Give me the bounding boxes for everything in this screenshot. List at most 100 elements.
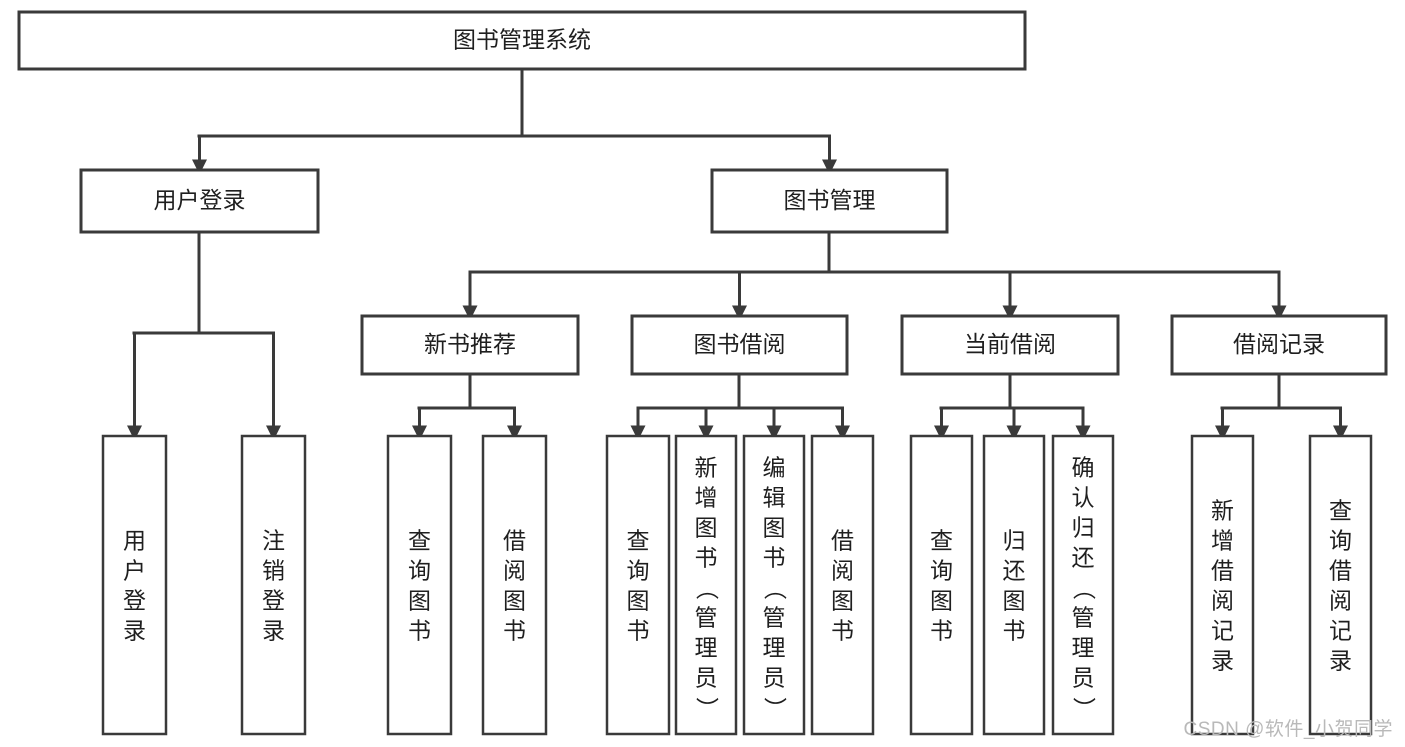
node-label-char: 确 bbox=[1072, 454, 1095, 480]
node-label-char: 阅 bbox=[503, 557, 526, 583]
node-label-char: ） bbox=[762, 697, 788, 720]
node-label-char: 注 bbox=[262, 527, 285, 553]
node-label-char: ） bbox=[1071, 697, 1097, 720]
node-label-char: 记 bbox=[1211, 617, 1234, 643]
node-box bbox=[1051, 434, 1115, 736]
node-box bbox=[909, 434, 974, 736]
node-label-char: 录 bbox=[262, 617, 285, 643]
node-label-char: 询 bbox=[627, 557, 650, 583]
node-label: 用户登录 bbox=[154, 187, 246, 213]
node-label-char: 员 bbox=[763, 664, 786, 690]
node-label-char: 员 bbox=[1072, 664, 1095, 690]
node-label-char: 书 bbox=[627, 617, 650, 643]
node-label-char: 还 bbox=[1072, 544, 1095, 570]
node-box bbox=[386, 434, 453, 736]
node-label: 图书管理 bbox=[784, 187, 876, 213]
node-label-char: 户 bbox=[123, 557, 146, 583]
node-label-char: 借 bbox=[1211, 557, 1234, 583]
node-label-char: 阅 bbox=[831, 557, 854, 583]
node-label-char: 图 bbox=[1003, 587, 1026, 613]
node-label-char: 新 bbox=[695, 454, 718, 480]
node-label-char: 理 bbox=[1072, 634, 1095, 660]
edges-layer bbox=[127, 67, 1348, 441]
node-label-char: 登 bbox=[262, 587, 285, 613]
node-label-char: 归 bbox=[1072, 514, 1095, 540]
node-label-char: 图 bbox=[930, 587, 953, 613]
node-label-char: 管 bbox=[763, 604, 786, 630]
node-bookmgmt[interactable]: 图书管理 bbox=[710, 168, 949, 234]
node-label-char: 登 bbox=[123, 587, 146, 613]
node-label-char: 辑 bbox=[763, 484, 786, 510]
node-label-char: 记 bbox=[1329, 617, 1352, 643]
node-newbook[interactable]: 新书推荐 bbox=[360, 314, 580, 376]
node-box bbox=[240, 434, 307, 736]
node-label-char: （ bbox=[1071, 577, 1097, 600]
node-label-char: 图 bbox=[763, 514, 786, 540]
node-label-char: 借 bbox=[831, 527, 854, 553]
node-label-char: （ bbox=[694, 577, 720, 600]
node-label-char: ） bbox=[694, 697, 720, 720]
node-box bbox=[481, 434, 548, 736]
node-current[interactable]: 当前借阅 bbox=[900, 314, 1120, 376]
node-label: 图书管理系统 bbox=[453, 27, 591, 53]
node-label-char: 图 bbox=[408, 587, 431, 613]
nodes-layer: 图书管理系统用户登录图书管理新书推荐图书借阅当前借阅借阅记录用户登录注销登录查询… bbox=[17, 10, 1388, 736]
node-root[interactable]: 图书管理系统 bbox=[17, 10, 1027, 71]
node-borrow[interactable]: 图书借阅 bbox=[630, 314, 849, 376]
node-label-char: 借 bbox=[503, 527, 526, 553]
node-label-char: 用 bbox=[123, 527, 146, 553]
node-l1[interactable]: 用户登录 bbox=[101, 434, 168, 736]
node-label-char: 书 bbox=[695, 544, 718, 570]
node-label-char: 增 bbox=[695, 484, 718, 510]
node-label-char: 图 bbox=[695, 514, 718, 540]
node-box bbox=[605, 434, 671, 736]
node-label-char: 查 bbox=[408, 527, 431, 553]
node-label-char: 新 bbox=[1211, 497, 1234, 523]
node-label-char: 图 bbox=[627, 587, 650, 613]
node-label: 新书推荐 bbox=[424, 331, 516, 357]
node-label-char: 录 bbox=[123, 617, 146, 643]
node-label-char: 书 bbox=[408, 617, 431, 643]
node-label-char: 书 bbox=[763, 544, 786, 570]
node-label-char: 询 bbox=[930, 557, 953, 583]
node-label-char: 还 bbox=[1003, 557, 1026, 583]
node-label-char: 书 bbox=[831, 617, 854, 643]
node-box bbox=[900, 314, 1120, 376]
node-label-char: 查 bbox=[1329, 497, 1352, 523]
node-label-char: 借 bbox=[1329, 557, 1352, 583]
node-box bbox=[1170, 314, 1388, 376]
node-box bbox=[674, 434, 738, 736]
node-label-char: 查 bbox=[627, 527, 650, 553]
node-box bbox=[630, 314, 849, 376]
node-login[interactable]: 用户登录 bbox=[79, 168, 320, 234]
node-box bbox=[810, 434, 875, 736]
node-label-char: 询 bbox=[1329, 527, 1352, 553]
node-label-char: 书 bbox=[930, 617, 953, 643]
node-label-char: 阅 bbox=[1329, 587, 1352, 613]
node-label: 当前借阅 bbox=[964, 331, 1056, 357]
node-label-char: 编 bbox=[763, 454, 786, 480]
node-label-char: （ bbox=[762, 577, 788, 600]
node-label-char: 阅 bbox=[1211, 587, 1234, 613]
node-label-char: 询 bbox=[408, 557, 431, 583]
node-box bbox=[79, 168, 320, 234]
node-label-char: 增 bbox=[1211, 527, 1234, 553]
node-label-char: 管 bbox=[1072, 604, 1095, 630]
node-label-char: 销 bbox=[262, 557, 285, 583]
node-label-char: 图 bbox=[503, 587, 526, 613]
node-record[interactable]: 借阅记录 bbox=[1170, 314, 1388, 376]
